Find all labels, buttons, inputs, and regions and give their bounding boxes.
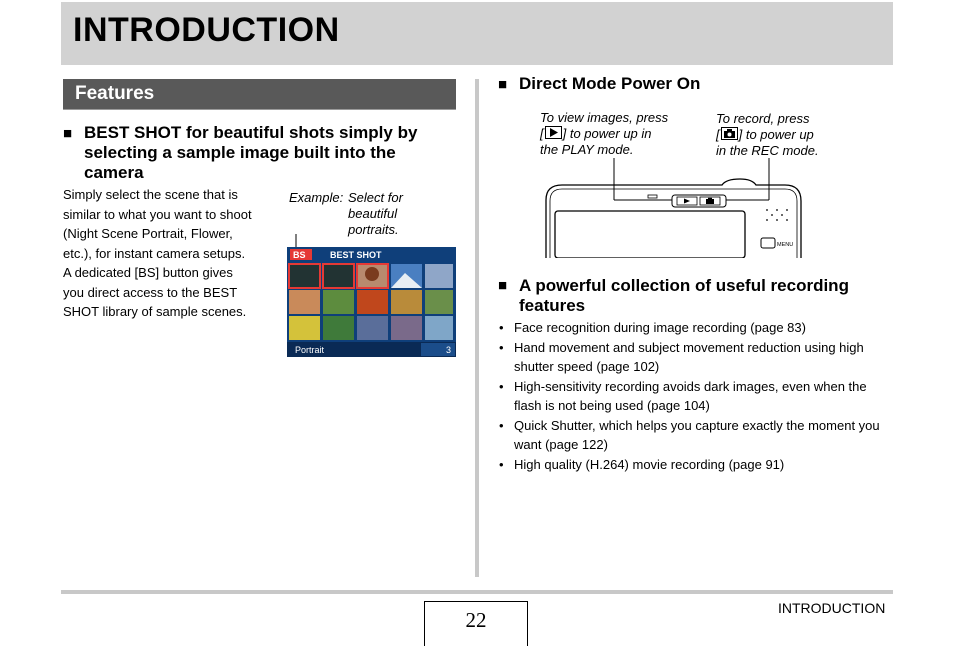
list-item-text: High quality (H.264) movie recording (pa… <box>514 456 785 472</box>
best-shot-heading: BEST SHOT for beautiful shots simply by … <box>84 123 464 183</box>
body-line: Simply select the scene that is <box>63 187 238 202</box>
note-line: [] to power up in <box>540 126 652 141</box>
camera-icon <box>720 127 738 140</box>
direct-mode-heading: Direct Mode Power On <box>519 74 701 93</box>
bullet-dot-icon: • <box>499 378 504 394</box>
page-title: INTRODUCTION <box>73 11 340 49</box>
note-line: [] to power up <box>716 127 814 142</box>
heading-line: camera <box>84 163 144 182</box>
bullet-dot-icon: • <box>499 417 504 433</box>
caption-line: portraits. <box>348 222 399 237</box>
body-line: etc.), for instant camera setups. <box>63 245 246 261</box>
bullet-dot-icon: • <box>499 320 504 335</box>
body-line: A dedicated [BS] button gives <box>63 265 233 280</box>
list-item: • Hand movement and subject movement redu… <box>498 338 893 377</box>
features-section-label: Features <box>75 83 155 104</box>
features-section-bar <box>63 79 456 110</box>
example-caption: Select for beautiful portraits. <box>348 190 403 238</box>
screen-footer-number: 3 <box>446 345 451 355</box>
note-line: To record, press <box>716 111 810 126</box>
bullet-dot-icon: • <box>499 456 504 472</box>
list-item: • Face recognition during image recording… <box>498 318 893 338</box>
example-prefix: Example: <box>289 190 344 205</box>
body-line: similar to what you want to shoot <box>63 206 252 222</box>
column-divider <box>475 79 479 577</box>
list-item-text: Quick Shutter, which helps you capture e… <box>514 417 880 453</box>
body-line: you direct access to the BEST <box>63 284 238 300</box>
heading-line: features <box>519 296 586 315</box>
page-number: 22 <box>465 608 487 632</box>
list-item-text: Hand movement and subject movement reduc… <box>514 339 864 375</box>
bs-badge <box>290 249 312 260</box>
list-item-text: Face recognition during image recording … <box>514 320 806 335</box>
square-bullet-icon: ■ <box>498 76 508 93</box>
bullet-dot-icon: • <box>499 339 504 355</box>
footer-rule <box>61 590 893 594</box>
footer-section-label: INTRODUCTION <box>778 600 886 616</box>
play-note: To view images, press [] to power up in … <box>540 110 710 158</box>
screen-title: BEST SHOT <box>330 250 382 260</box>
list-item: • High quality (H.264) movie recording (p… <box>498 455 893 475</box>
bs-badge-text: BS <box>293 250 306 260</box>
camera-menu-label: MENU <box>777 242 793 248</box>
rec-note: To record, press [] to power up in the R… <box>716 111 886 159</box>
caption-line: Select for <box>348 190 403 205</box>
play-icon <box>544 126 562 139</box>
note-line: the PLAY mode. <box>540 142 634 157</box>
heading-line: BEST SHOT for beautiful shots simply by <box>84 123 418 142</box>
list-item-text: High-sensitivity recording avoids dark i… <box>514 378 867 414</box>
note-line: in the REC mode. <box>716 143 819 158</box>
heading-line: selecting a sample image built into the <box>84 143 396 162</box>
note-text: ] to power up in <box>562 126 652 141</box>
screen-footer-label: Portrait <box>295 345 325 355</box>
body-line: (Night Scene Portrait, Flower, <box>63 226 233 241</box>
recording-features-list: • Face recognition during image recording… <box>498 318 893 474</box>
best-shot-screen-illustration: BS BEST SHOT Portrait 3 <box>287 234 456 357</box>
camera-back-illustration: MENU <box>545 158 802 258</box>
note-text: ] to power up <box>738 127 814 142</box>
square-bullet-icon: ■ <box>498 277 508 294</box>
page-number-box <box>424 601 528 646</box>
best-shot-description: Simply select the scene that is similar … <box>63 185 273 322</box>
square-bullet-icon: ■ <box>63 125 73 142</box>
note-line: To view images, press <box>540 110 669 125</box>
heading-line: A powerful collection of useful recordin… <box>519 276 849 295</box>
sample-scene-grid <box>288 263 453 340</box>
recording-heading: A powerful collection of useful recordin… <box>519 276 899 316</box>
list-item: • Quick Shutter, which helps you capture … <box>498 416 893 455</box>
header-bar <box>61 2 893 65</box>
caption-line: beautiful <box>348 206 398 221</box>
list-item: • High-sensitivity recording avoids dark … <box>498 377 893 416</box>
body-line: SHOT library of sample scenes. <box>63 304 247 319</box>
